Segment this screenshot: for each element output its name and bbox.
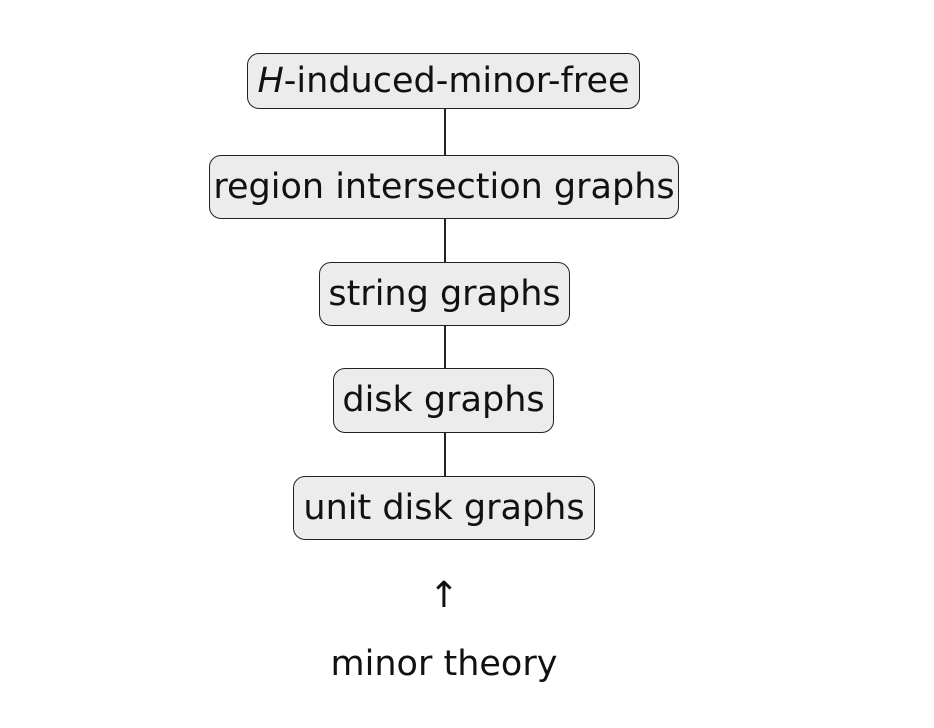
node-region-intersection-graphs: region intersection graphs <box>209 155 679 219</box>
node-h-induced-minor-free: H-induced-minor-free <box>247 53 640 109</box>
node-label: disk graphs <box>342 380 545 420</box>
node-label-prefix: H <box>257 60 284 101</box>
node-label: string graphs <box>328 273 561 314</box>
connector-line-3 <box>444 325 446 369</box>
up-arrow-icon: ↑ <box>428 575 460 616</box>
connector-line-1 <box>444 108 446 156</box>
node-label: region intersection graphs <box>213 166 675 207</box>
node-string-graphs: string graphs <box>319 262 570 326</box>
connector-line-2 <box>444 218 446 263</box>
node-disk-graphs: disk graphs <box>333 368 554 433</box>
node-label: unit disk graphs <box>303 487 585 528</box>
connector-line-4 <box>444 432 446 477</box>
node-unit-disk-graphs: unit disk graphs <box>293 476 595 540</box>
caption-minor-theory: minor theory <box>330 644 558 684</box>
node-label-rest: -induced-minor-free <box>283 60 630 101</box>
